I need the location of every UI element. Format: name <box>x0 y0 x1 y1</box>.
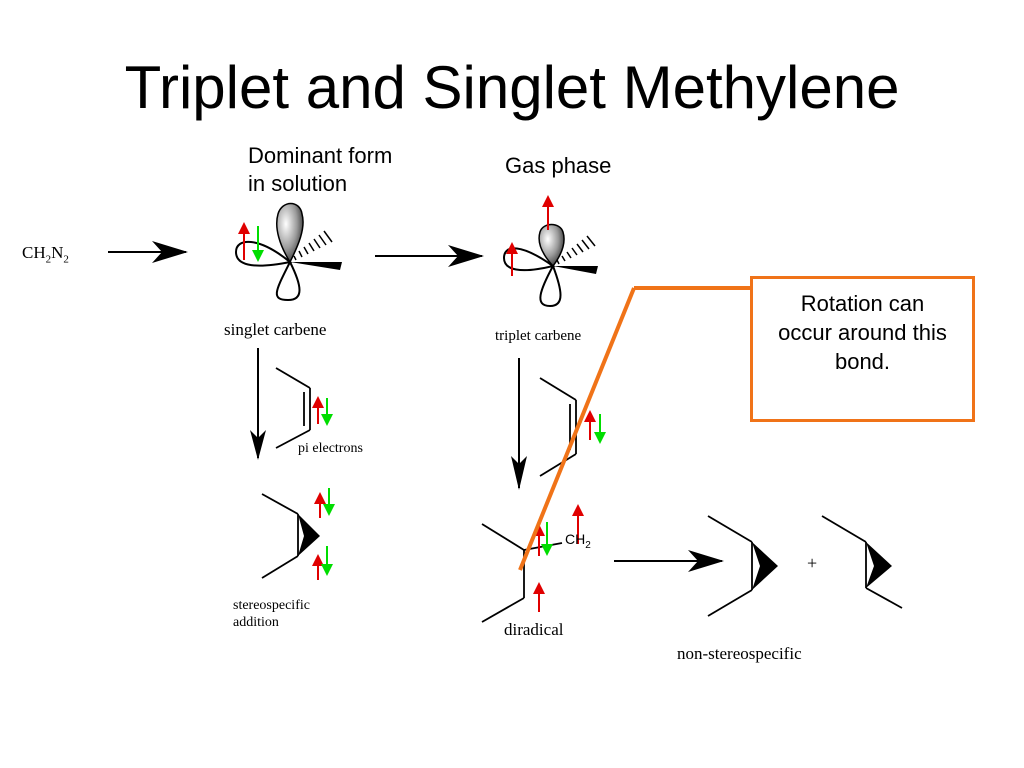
stereospecific-addition-label: stereospecific addition <box>233 597 310 631</box>
spin-up-arrow <box>314 492 326 518</box>
callout-line-2: occur around this <box>778 320 947 345</box>
reaction-arrow-down-triplet <box>511 358 527 490</box>
reactant-nitrogen: N <box>51 243 64 262</box>
callout-pointer <box>518 286 752 571</box>
spin-down-arrow <box>252 226 264 262</box>
ch2-group-label: CH2 <box>565 531 591 551</box>
reaction-arrow-down-singlet <box>250 348 266 460</box>
reactant-subscript-2: 2 <box>63 253 69 266</box>
ch2-base: CH <box>565 531 586 547</box>
cyclopropane-stereospecific <box>261 488 335 580</box>
ch2-subscript: 2 <box>585 539 591 551</box>
singlet-carbene-structure <box>234 202 342 302</box>
diradical-label: diradical <box>504 620 564 639</box>
spin-up-arrow <box>542 195 554 230</box>
stereospecific-line-1: stereospecific <box>233 598 310 613</box>
spin-up-arrow <box>238 222 250 260</box>
spin-up-arrow <box>312 554 324 580</box>
spin-down-arrow <box>594 414 606 444</box>
spin-up-arrow <box>584 410 596 440</box>
spin-up-arrow <box>312 396 324 424</box>
gas-phase-label: Gas phase <box>505 153 612 178</box>
stereospecific-line-2: addition <box>233 615 279 630</box>
spin-down-arrow <box>323 488 335 516</box>
reactant-base: CH <box>22 243 46 262</box>
pi-electrons-label: pi electrons <box>298 441 363 456</box>
spin-up-arrow <box>506 242 518 276</box>
reaction-arrow-1 <box>108 241 188 263</box>
triplet-carbene-structure <box>502 195 598 308</box>
slide-title: Triplet and Singlet Methylene <box>124 54 900 121</box>
spin-down-arrow <box>321 398 333 426</box>
rotation-callout-box: Rotation can occur around this bond. <box>750 276 975 422</box>
spin-down-arrow <box>321 546 333 576</box>
reactant-subscript-1: 2 <box>45 253 52 266</box>
plus-sign: + <box>807 553 818 573</box>
spin-up-arrow <box>572 504 584 544</box>
cyclopropane-product-1 <box>707 515 778 617</box>
callout-line-1: Rotation can <box>800 291 925 316</box>
spin-down-arrow <box>541 522 553 556</box>
reactant-diazomethane: CH2N2 <box>22 243 69 265</box>
cyclopropane-product-2 <box>821 515 903 609</box>
dominant-form-label: Dominant form in solution <box>248 142 392 198</box>
alkene-pi-structure-triplet <box>539 377 606 477</box>
non-stereospecific-label: non-stereospecific <box>677 644 802 663</box>
singlet-carbene-label: singlet carbene <box>224 320 327 339</box>
alkene-pi-structure <box>275 367 333 449</box>
spin-up-arrow <box>533 582 545 612</box>
reaction-arrow-2 <box>375 245 484 267</box>
diradical-structure <box>481 504 584 623</box>
dominant-form-line-2: in solution <box>248 171 348 196</box>
dominant-form-line-1: Dominant form <box>248 143 393 168</box>
triplet-carbene-label: triplet carbene <box>495 328 582 344</box>
reaction-arrow-products <box>614 550 724 572</box>
callout-line-3: bond. <box>834 349 891 374</box>
